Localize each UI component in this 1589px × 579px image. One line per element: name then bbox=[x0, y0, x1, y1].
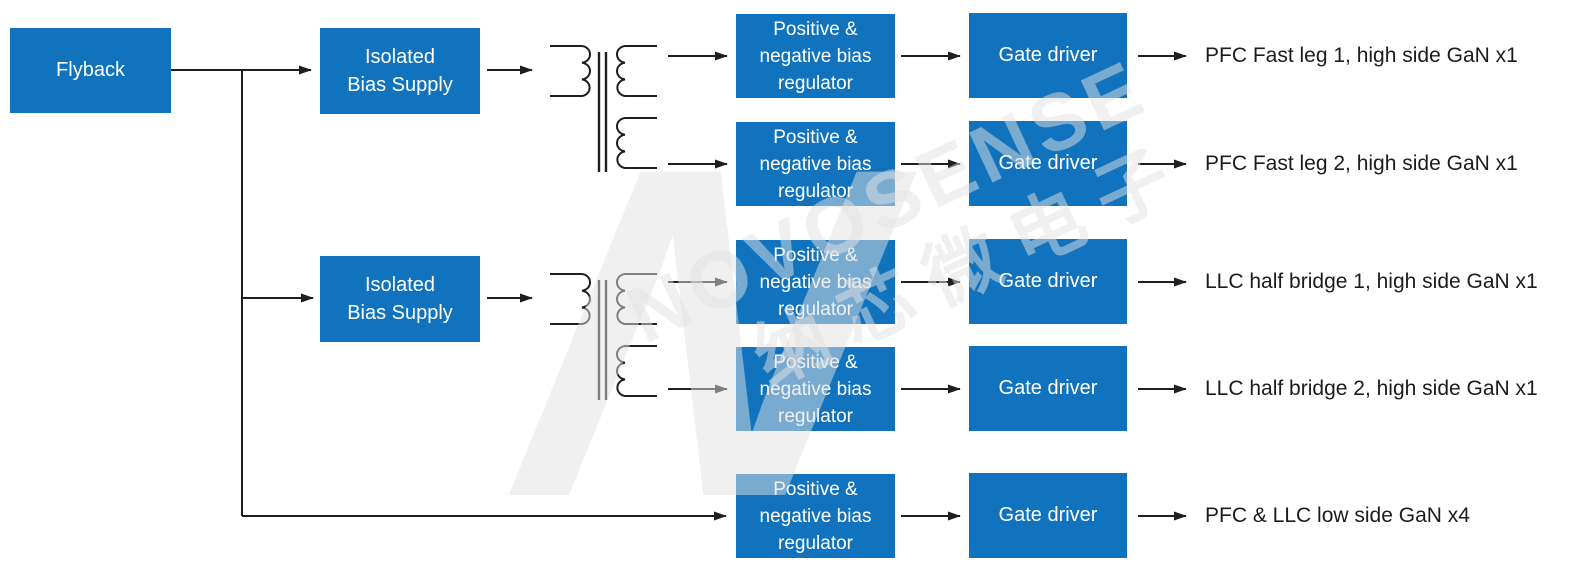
bias-supply-1-lines bbox=[487, 51, 728, 169]
bias-supply-2-lines bbox=[487, 277, 728, 394]
bias-regulator-node-3: Positive & negative bias regulator bbox=[736, 240, 895, 324]
output-label-2: PFC Fast leg 2, high side GaN x1 bbox=[1205, 152, 1518, 175]
flyback-node: Flyback bbox=[10, 28, 171, 113]
gate-driver-node-3: Gate driver bbox=[969, 239, 1127, 324]
gate-driver-node-1: Gate driver bbox=[969, 13, 1127, 98]
isolated-bias-supply-2-node: Isolated Bias Supply bbox=[320, 256, 480, 342]
gate-driver-node-4: Gate driver bbox=[969, 346, 1127, 431]
flyback-distribution-lines bbox=[171, 65, 727, 521]
bias-regulator-node-1: Positive & negative bias regulator bbox=[736, 14, 895, 98]
bias-regulator-node-5: Positive & negative bias regulator bbox=[736, 474, 895, 558]
transformer-2-icon bbox=[550, 273, 657, 400]
bias-regulator-node-2: Positive & negative bias regulator bbox=[736, 122, 895, 206]
output-label-1: PFC Fast leg 1, high side GaN x1 bbox=[1205, 44, 1518, 67]
output-label-5: PFC & LLC low side GaN x4 bbox=[1205, 504, 1470, 527]
output-label-3: LLC half bridge 1, high side GaN x1 bbox=[1205, 270, 1538, 293]
output-label-4: LLC half bridge 2, high side GaN x1 bbox=[1205, 377, 1538, 400]
gate-driver-node-5: Gate driver bbox=[969, 473, 1127, 558]
isolated-bias-supply-1-node: Isolated Bias Supply bbox=[320, 28, 480, 114]
regulator-to-gate-lines bbox=[901, 51, 961, 521]
transformer-1-icon bbox=[550, 45, 657, 172]
gate-driver-node-2: Gate driver bbox=[969, 121, 1127, 206]
gate-to-output-lines bbox=[1138, 51, 1187, 521]
bias-regulator-node-4: Positive & negative bias regulator bbox=[736, 347, 895, 431]
